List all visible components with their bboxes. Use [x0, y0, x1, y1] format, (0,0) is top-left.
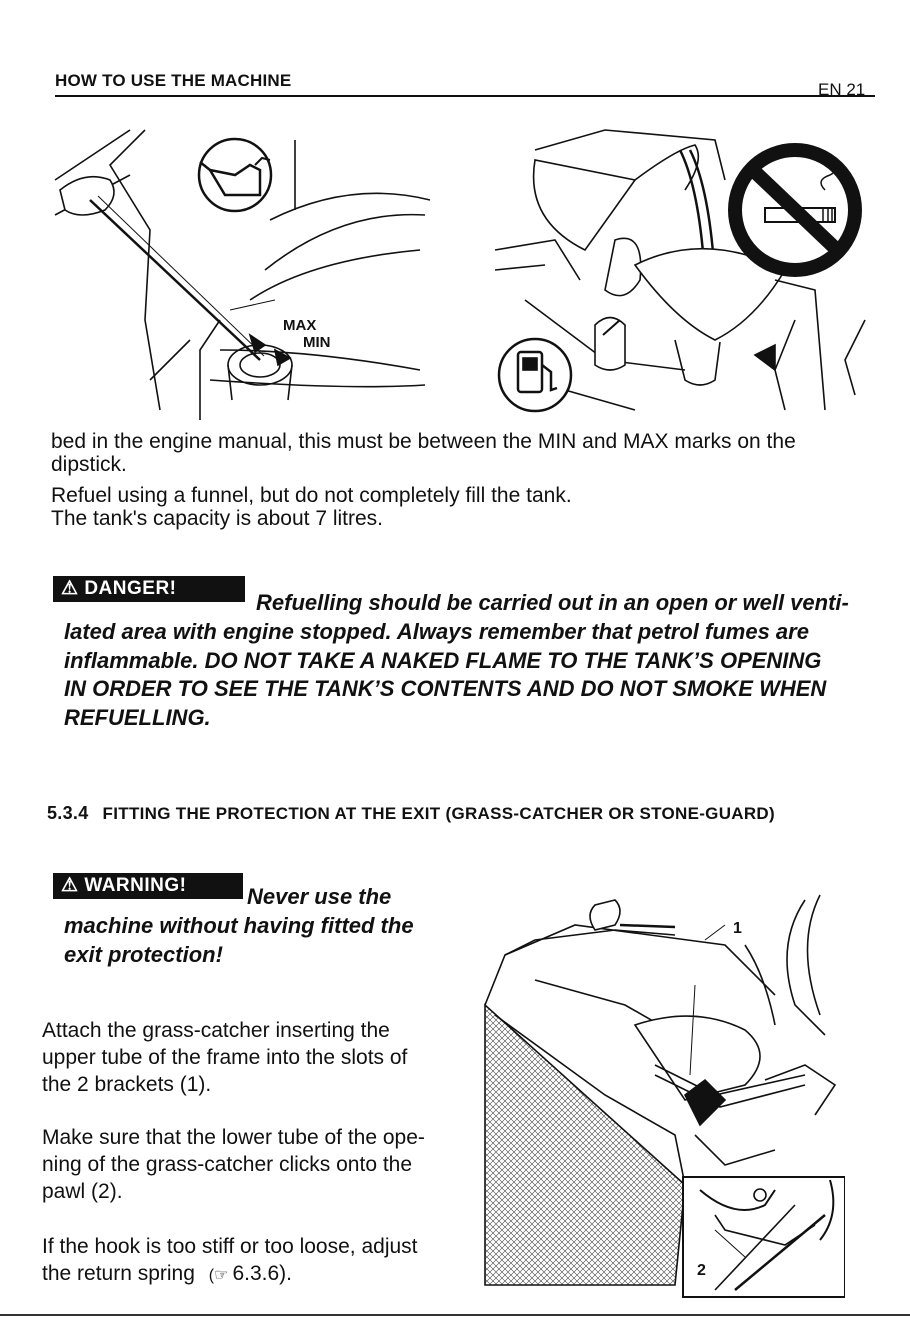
- warning-triangle-icon: ⚠: [61, 875, 79, 896]
- instruction-attach-1: Attach the grass-catcher inserting the: [42, 1019, 390, 1042]
- no-smoking-icon: [728, 143, 862, 277]
- section-title: FITTING THE PROTECTION AT THE EXIT (GRAS…: [102, 804, 775, 823]
- page-header-title: HOW TO USE THE MACHINE: [55, 71, 292, 90]
- header-divider: [55, 95, 875, 97]
- oil-can-icon: [197, 137, 273, 213]
- paragraph-refuel: Refuel using a funnel, but do not comple…: [51, 484, 572, 507]
- refuelling-illustration: [494, 129, 866, 413]
- paragraph-oil-level-1: bed in the engine manual, this must be b…: [51, 430, 796, 453]
- footer-divider: [0, 1314, 910, 1316]
- instruction-pawl-2: ning of the grass-catcher clicks onto th…: [42, 1153, 413, 1176]
- warning-text-line-3: exit protection!: [64, 942, 223, 967]
- warning-triangle-icon: ⚠: [61, 578, 79, 599]
- callout-2-label: 2: [697, 1262, 706, 1279]
- cross-reference: 6.3.6).: [232, 1262, 292, 1285]
- danger-text-line-2: lated area with engine stopped. Always r…: [64, 619, 809, 644]
- instruction-spring-2: the return spring (☞6.3.6).: [42, 1262, 292, 1285]
- paragraph-tank-capacity: The tank's capacity is about 7 litres.: [51, 507, 384, 530]
- danger-text-line-1: Refuelling should be carried out in an o…: [256, 590, 849, 615]
- danger-text-line-4: IN ORDER TO SEE THE TANK’S CONTENTS AND …: [64, 676, 827, 701]
- dipstick-illustration: MAX MIN: [54, 129, 431, 420]
- grass-catcher-illustration: 1 2: [484, 894, 845, 1298]
- warning-text-line-1: Never use the: [247, 884, 392, 909]
- min-mark-label: MIN: [303, 334, 331, 351]
- danger-label: ⚠ DANGER!: [53, 576, 245, 602]
- pointing-hand-icon: (☞: [208, 1267, 229, 1284]
- warning-label: ⚠ WARNING!: [53, 873, 243, 899]
- instruction-pawl-3: pawl (2).: [42, 1180, 123, 1203]
- instruction-pawl-1: Make sure that the lower tube of the ope…: [42, 1126, 425, 1149]
- section-heading: 5.3.4 FITTING THE PROTECTION AT THE EXIT …: [47, 803, 775, 824]
- instruction-attach-2: upper tube of the frame into the slots o…: [42, 1046, 408, 1069]
- max-mark-label: MAX: [283, 317, 316, 334]
- callout-1-label: 1: [733, 920, 742, 937]
- danger-text-line-3: inflammable. DO NOT TAKE A NAKED FLAME T…: [64, 648, 822, 673]
- instruction-attach-3: the 2 brackets (1).: [42, 1073, 212, 1096]
- warning-text-line-2: machine without having fitted the: [64, 913, 414, 938]
- fuel-pump-icon: [497, 337, 573, 413]
- section-number: 5.3.4: [47, 803, 89, 823]
- instruction-spring-1: If the hook is too stiff or too loose, a…: [42, 1235, 418, 1258]
- paragraph-oil-level-2: dipstick.: [51, 453, 127, 476]
- danger-text-line-5: REFUELLING.: [64, 705, 211, 730]
- page-number: EN 21: [818, 80, 866, 99]
